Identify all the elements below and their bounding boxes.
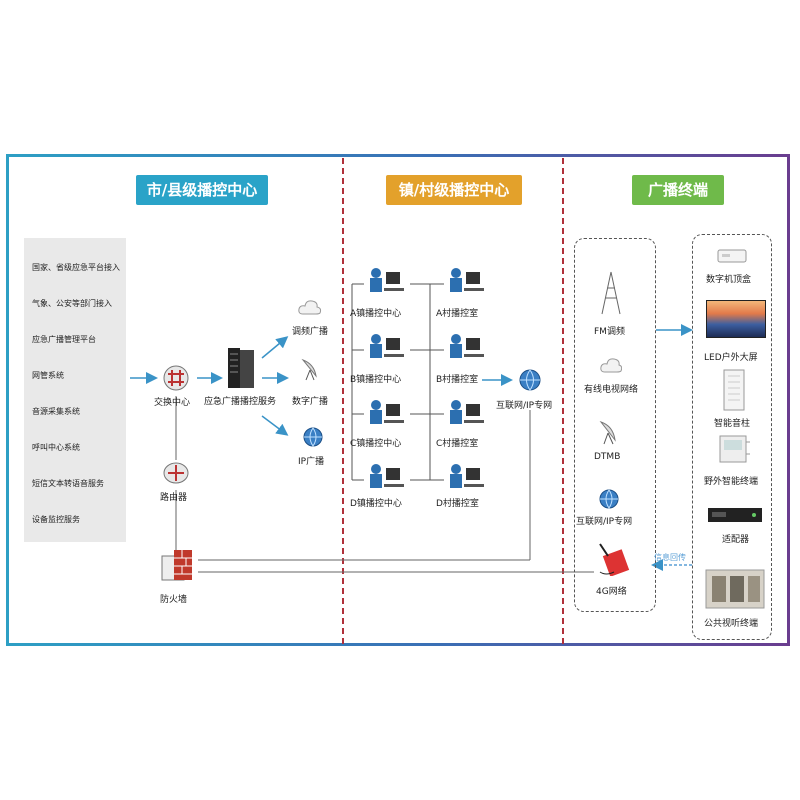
channel-cable: 有线电视网络 <box>584 385 639 395</box>
village-room-c: C村播控室 <box>436 439 479 449</box>
source-item: 国家、省级应急平台接入 <box>32 263 120 272</box>
operator-icon <box>370 268 404 292</box>
town-center-c: C镇播控中心 <box>350 439 402 449</box>
source-list: 国家、省级应急平台接入 气象、公安等部门接入 应急广播管理平台 网管系统 音源采… <box>24 238 126 542</box>
terminal-outdoor: 野外智能终端 <box>704 477 759 487</box>
source-item: 网管系统 <box>32 371 64 380</box>
fm-cloud-icon <box>298 300 322 315</box>
operator-icon <box>450 464 484 488</box>
server-label: 应急广播播控服务 <box>204 397 277 407</box>
led-screen-icon <box>706 300 766 338</box>
operator-icon <box>450 400 484 424</box>
router-label: 路由器 <box>160 493 188 503</box>
channel-dtmb: DTMB <box>594 452 621 462</box>
source-item: 气象、公安等部门接入 <box>32 299 112 308</box>
channel-4g: 4G网络 <box>596 587 627 597</box>
divider-line-1 <box>342 158 344 644</box>
server-icon <box>228 348 254 388</box>
operator-icon <box>450 268 484 292</box>
router-icon <box>163 462 189 484</box>
town-header: 镇/村级播控中心 <box>386 175 522 205</box>
operator-icon <box>370 334 404 358</box>
ip-globe-icon <box>303 427 323 447</box>
source-item: 设备监控服务 <box>32 515 80 524</box>
terminal-led: LED户外大屏 <box>704 353 758 363</box>
channel-group <box>574 238 656 612</box>
source-item: 应急广播管理平台 <box>32 335 96 344</box>
public-display-icon <box>705 569 765 609</box>
town-center-a: A镇播控中心 <box>350 309 402 319</box>
operator-icon <box>450 334 484 358</box>
terminal-settop: 数字机顶盒 <box>706 275 752 285</box>
village-room-a: A村播控室 <box>436 309 479 319</box>
firewall-icon <box>161 550 192 581</box>
operator-icon <box>370 400 404 424</box>
exchange-icon <box>163 365 189 391</box>
source-item: 呼叫中心系统 <box>32 443 80 452</box>
digital-label: 数字广播 <box>292 397 329 407</box>
town-center-d: D镇播控中心 <box>350 499 402 509</box>
exchange-label: 交换中心 <box>154 398 191 408</box>
settop-box-icon <box>717 249 747 263</box>
network-globe-icon <box>519 369 541 391</box>
channel-ip: 互联网/IP专网 <box>576 517 633 527</box>
fm-tower-icon <box>601 271 621 315</box>
operator-icon <box>370 464 404 488</box>
source-item: 音源采集系统 <box>32 407 80 416</box>
terminal-adapter: 适配器 <box>722 535 750 545</box>
ip-channel-globe-icon <box>599 489 619 509</box>
terminal-header: 广播终端 <box>632 175 724 205</box>
county-header: 市/县级播控中心 <box>136 175 268 205</box>
dish-icon <box>301 358 317 381</box>
ip-label: IP广播 <box>298 457 325 467</box>
source-item: 短信文本转语音服务 <box>32 479 104 488</box>
firewall-label: 防火墙 <box>160 595 188 605</box>
terminal-speaker: 智能音柱 <box>714 419 751 429</box>
dtmb-dish-icon <box>599 421 616 445</box>
cable-cloud-icon <box>600 358 622 373</box>
terminal-group <box>692 234 772 640</box>
antenna-4g-icon <box>599 543 630 576</box>
outdoor-terminal-icon <box>719 435 750 463</box>
adapter-icon <box>708 508 762 522</box>
network-label: 互联网/IP专网 <box>496 401 553 411</box>
channel-fm: FM调频 <box>594 327 625 337</box>
town-center-b: B镇播控中心 <box>350 375 402 385</box>
village-room-b: B村播控室 <box>436 375 479 385</box>
village-room-d: D村播控室 <box>436 499 479 509</box>
terminal-public: 公共视听终端 <box>704 619 759 629</box>
fm-label: 调频广播 <box>292 327 329 337</box>
feedback-label: 信息回传 <box>654 553 686 562</box>
divider-line-2 <box>562 158 564 644</box>
speaker-column-icon <box>723 369 745 411</box>
